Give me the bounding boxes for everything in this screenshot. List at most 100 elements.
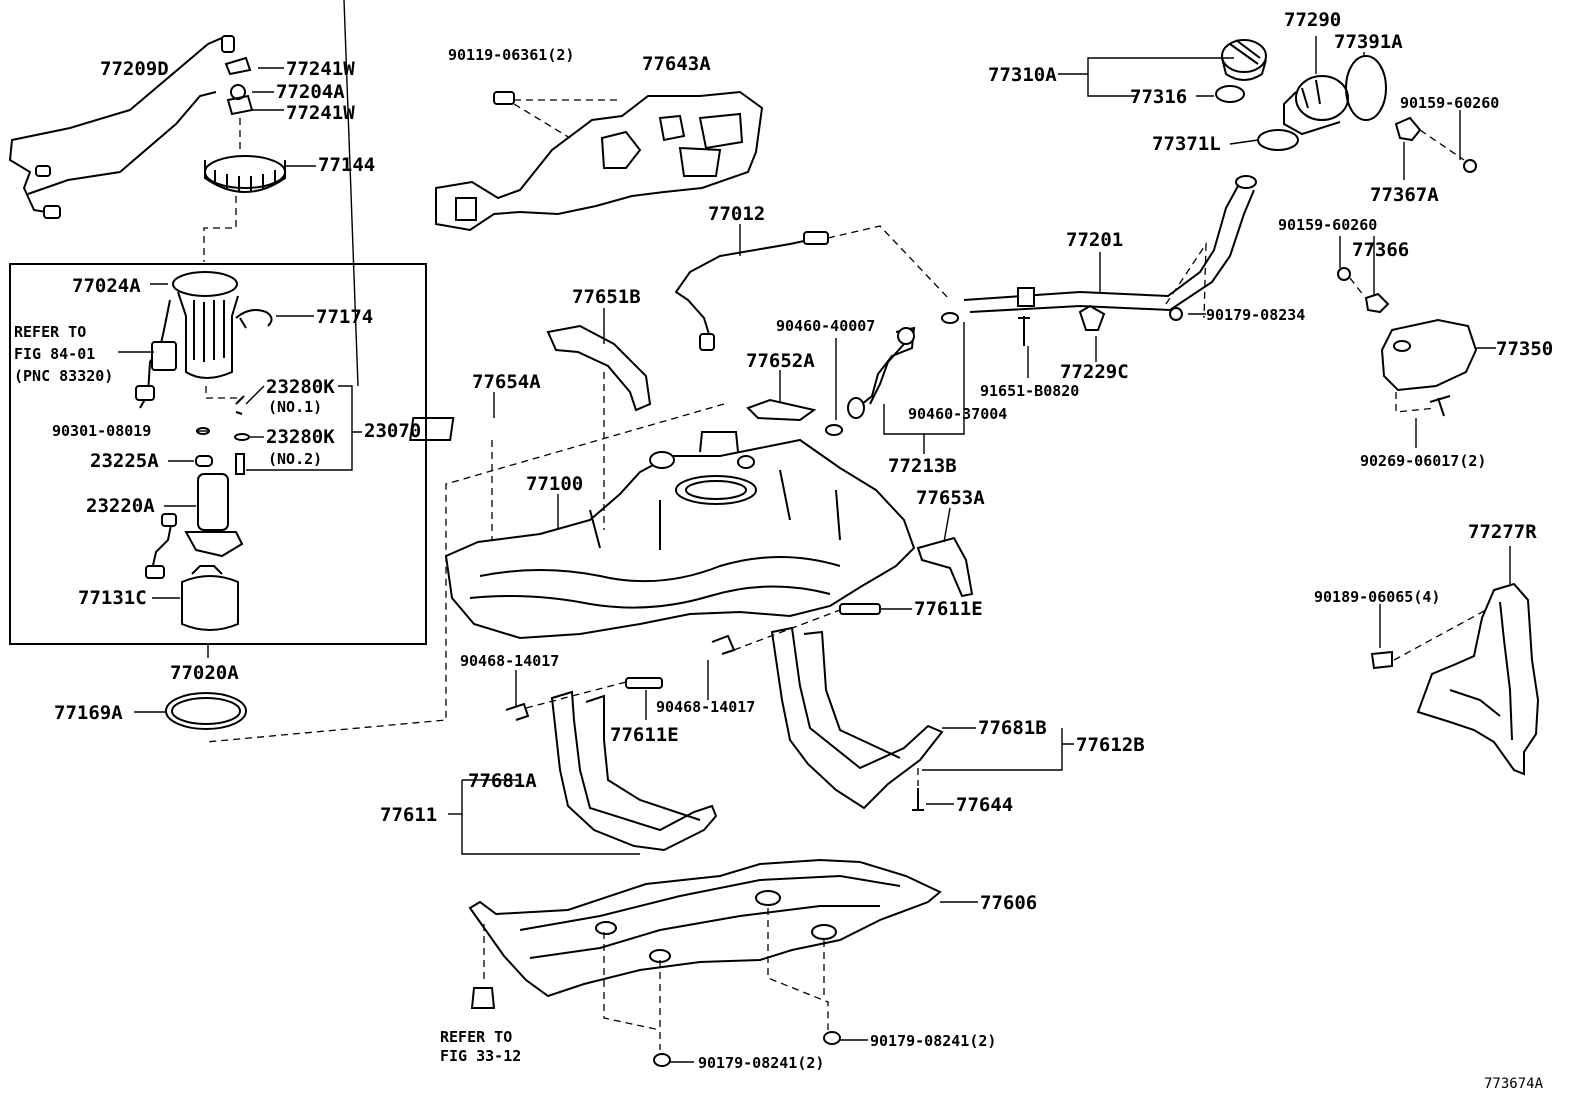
screw-90269-06017 (1429, 395, 1451, 417)
clips-77241W-77204A (224, 56, 254, 116)
label-90269-06017: 90269-06017(2) (1360, 452, 1486, 470)
label-77131C: 77131C (78, 587, 147, 609)
label-77241W-top: 77241W (286, 58, 355, 80)
label-90159-60260-top: 90159-60260 (1400, 94, 1499, 112)
pad-77654A (409, 417, 455, 441)
strap-cushion-77651B (546, 324, 652, 412)
label-77391A: 77391A (1334, 31, 1403, 53)
bolt-77611E-upper (839, 603, 881, 615)
label-77612B: 77612B (1076, 734, 1145, 756)
label-77652A: 77652A (746, 350, 815, 372)
clamp-90460-37004 (941, 312, 959, 324)
label-77643A: 77643A (642, 53, 711, 75)
strap-77612B (770, 626, 944, 810)
label-23280K-no2-note: (NO.2) (268, 450, 322, 468)
pad-77653A (916, 536, 974, 598)
gasket-77316 (1215, 85, 1245, 103)
protector-77643A (435, 90, 764, 232)
refer-fig-84-line1: REFER TO (14, 323, 86, 341)
vent-hose-77012 (674, 231, 829, 351)
gasket-23225A (195, 455, 213, 467)
label-90179-08241-left: 90179-08241(2) (698, 1054, 824, 1072)
tank-protector-77606 (468, 858, 942, 998)
refer-fig-33-line2: FIG 33-12 (440, 1047, 521, 1065)
label-77651B: 77651B (572, 286, 641, 308)
hinge-77367A (1394, 116, 1422, 142)
label-90179-08241-right: 90179-08241(2) (870, 1032, 996, 1050)
nut-90179-08241-right (823, 1031, 841, 1045)
label-77350: 77350 (1496, 338, 1553, 360)
label-77310A: 77310A (988, 64, 1057, 86)
label-77020A: 77020A (170, 662, 239, 684)
label-77606: 77606 (980, 892, 1037, 914)
refer-fig-84-line2: FIG 84-01 (14, 345, 95, 363)
label-77213B: 77213B (888, 455, 957, 477)
label-91651-B0820: 91651-B0820 (980, 382, 1079, 400)
label-77644: 77644 (956, 794, 1013, 816)
clip-77174 (235, 309, 273, 329)
label-77611E-left: 77611E (610, 724, 679, 746)
fuel-door-77350 (1380, 318, 1478, 392)
clamp-90460-40007 (825, 424, 843, 436)
pad-77652A (746, 398, 817, 422)
clip-77229C (1078, 304, 1106, 331)
label-23220A: 23220A (86, 495, 155, 517)
label-77174: 77174 (316, 306, 373, 328)
label-90460-40007: 90460-40007 (776, 317, 875, 335)
nut-90179-08241-left (653, 1053, 671, 1067)
label-77144: 77144 (318, 154, 375, 176)
label-90468-14017-right: 90468-14017 (656, 698, 755, 716)
retainer-ring-77144 (204, 155, 286, 193)
o-ring-23280K-no2 (234, 433, 250, 441)
label-90468-14017-left: 90468-14017 (460, 652, 559, 670)
label-77169A: 77169A (54, 702, 123, 724)
ring-77371L (1257, 129, 1299, 151)
gasket-77391A (1345, 55, 1387, 121)
bolt-90189-06065 (1370, 650, 1393, 670)
label-77012: 77012 (708, 203, 765, 225)
label-77204A: 77204A (276, 81, 345, 103)
hinge-77366 (1364, 292, 1390, 314)
label-77290: 77290 (1284, 9, 1341, 31)
fuel-pump-assembly-frame (9, 263, 427, 645)
label-90460-37004: 90460-37004 (908, 405, 1007, 423)
refer-fig-84-line3: (PNC 83320) (14, 367, 113, 385)
label-77366: 77366 (1352, 239, 1409, 261)
bolt-77644 (912, 788, 924, 811)
bolt-refer-33-12 (470, 987, 496, 1009)
clip-90468-14017-left (505, 702, 530, 721)
label-90179-08234: 90179-08234 (1206, 306, 1305, 324)
label-77681A: 77681A (468, 770, 537, 792)
hose-77213B (847, 326, 916, 419)
label-23280K-no1: 23280K (266, 376, 335, 398)
label-77277R: 77277R (1468, 521, 1537, 543)
filter-23280K-no1 (235, 395, 245, 415)
label-77653A: 77653A (916, 487, 985, 509)
bolt-91651-B0820 (1018, 316, 1030, 346)
part-labels: 77209D 77241W 77204A 77241W 77144 90119-… (14, 9, 1553, 1092)
clip-90468-14017-right (711, 634, 736, 655)
label-77241W-bottom: 77241W (286, 102, 355, 124)
label-23280K-no1-note: (NO.1) (268, 398, 322, 416)
bracket-77277R (1416, 582, 1540, 776)
label-77100: 77100 (526, 473, 583, 495)
fuel-tank-77100 (444, 431, 916, 640)
pump-motor-23220A (145, 473, 244, 579)
label-77024A: 77024A (72, 275, 141, 297)
label-77229C: 77229C (1060, 361, 1129, 383)
label-77209D: 77209D (100, 58, 169, 80)
label-90301-08019: 90301-08019 (52, 422, 151, 440)
gasket-77169A (165, 692, 247, 730)
label-90189-06065: 90189-06065(4) (1314, 588, 1440, 606)
label-77367A: 77367A (1370, 184, 1439, 206)
label-77654A: 77654A (472, 371, 541, 393)
label-90159-60260-mid: 90159-60260 (1278, 216, 1377, 234)
label-77681B: 77681B (978, 717, 1047, 739)
label-23280K-no2: 23280K (266, 426, 335, 448)
label-77201: 77201 (1066, 229, 1123, 251)
refer-fig-33-line1: REFER TO (440, 1028, 512, 1046)
label-90119-06361: 90119-06361(2) (448, 46, 574, 64)
filler-cap-77310A (1221, 39, 1267, 81)
label-23070: 23070 (364, 420, 421, 442)
